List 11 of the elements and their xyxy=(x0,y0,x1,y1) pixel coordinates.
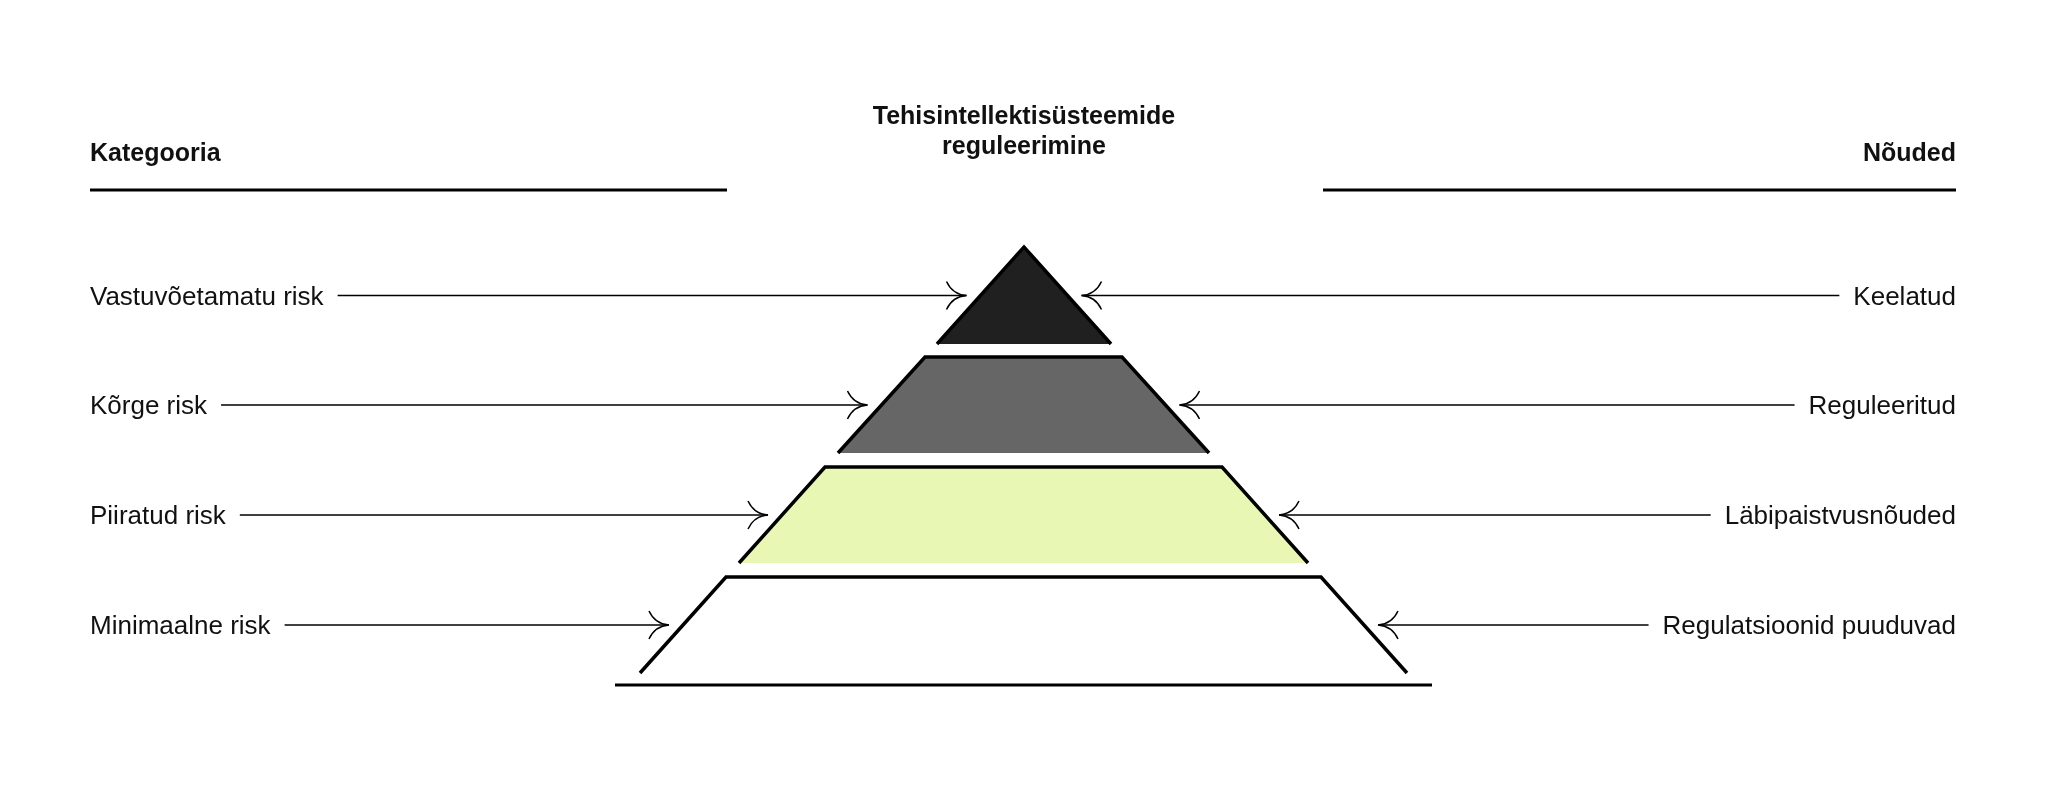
category-text: Piiratud risk xyxy=(90,499,226,531)
category-text: Kõrge risk xyxy=(90,389,208,421)
diagram-title: Tehisintellektisüsteemide reguleerimine xyxy=(872,101,1176,159)
column-heading: Nõuded xyxy=(1862,137,1956,167)
requirement-text: Läbipaistvusnõuded xyxy=(1724,499,1956,531)
category-text: Minimaalne risk xyxy=(90,609,271,641)
category-text: Vastuvõetamatu risk xyxy=(90,279,324,312)
requirement-text: Keelatud xyxy=(1853,279,1956,312)
requirement-text: Regulatsioonid puuduvad xyxy=(1662,609,1956,641)
requirement-text: Reguleeritud xyxy=(1808,389,1956,421)
column-heading: Kategooria xyxy=(90,137,221,167)
